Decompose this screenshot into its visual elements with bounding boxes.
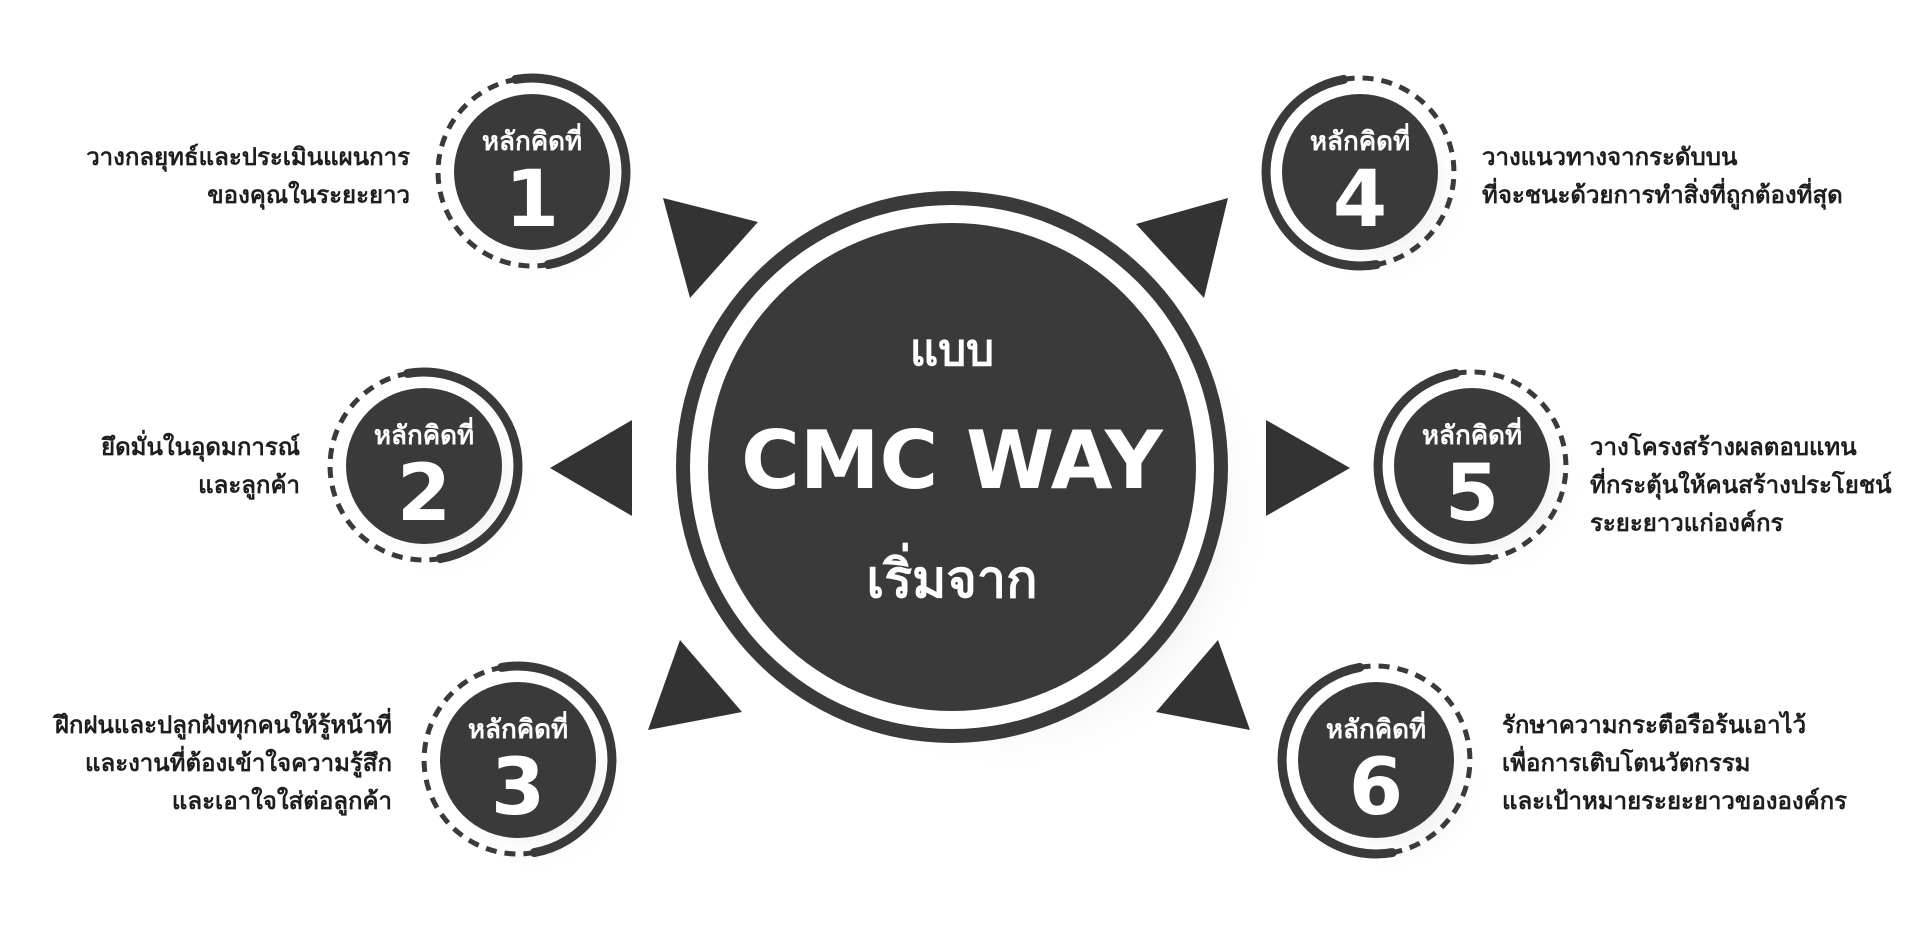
badge-dashed-arc bbox=[327, 370, 441, 563]
badge-disc bbox=[440, 682, 596, 838]
description-line: และงานที่ต้องเข้าใจความรู้สึก bbox=[85, 749, 392, 777]
badge-solid-arc bbox=[1373, 368, 1493, 565]
badge-disc bbox=[1282, 94, 1438, 250]
description-line: และเอาใจใส่ต่อลูกค้า bbox=[171, 787, 392, 815]
badge-solid-arc bbox=[497, 661, 617, 858]
badge-heading: หลักคิดที่ bbox=[1310, 122, 1410, 157]
description-line: ของคุณในระยะยาว bbox=[207, 181, 410, 209]
badge-number: 6 bbox=[1349, 743, 1403, 833]
principle-badges: หลักคิดที่1หลักคิดที่2หลักคิดที่3หลักคิด… bbox=[327, 73, 1588, 876]
badge-number: 2 bbox=[397, 449, 451, 539]
description-line: ที่กระตุ้นให้คนสร้างประโยชน์ bbox=[1590, 471, 1892, 499]
description-line: และลูกค้า bbox=[198, 471, 300, 499]
principle-description-1: วางกลยุทธ์และประเมินแผนการของคุณในระยะยา… bbox=[86, 138, 410, 214]
arrow-to-principle-4 bbox=[1136, 198, 1228, 298]
principle-badge-2: หลักคิดที่2 bbox=[327, 367, 540, 582]
principle-badge-5: หลักคิดที่5 bbox=[1373, 368, 1588, 582]
badge-dashed-arc bbox=[1343, 75, 1457, 268]
badge-heading: หลักคิดที่ bbox=[374, 416, 474, 451]
arrows bbox=[550, 198, 1350, 730]
principle-description-5: วางโครงสร้างผลตอบแทนที่กระตุ้นให้คนสร้าง… bbox=[1590, 428, 1892, 542]
arrow-to-principle-3 bbox=[648, 640, 742, 730]
badge-number: 5 bbox=[1445, 449, 1499, 539]
center-line-3: เริ่มจาก bbox=[866, 543, 1037, 610]
badge-number: 1 bbox=[505, 155, 559, 245]
principle-badge-4: หลักคิดที่4 bbox=[1261, 74, 1476, 288]
description-line: วางแนวทางจากระดับบน bbox=[1482, 143, 1738, 171]
principle-description-4: วางแนวทางจากระดับบนที่จะชนะด้วยการทำสิ่ง… bbox=[1482, 138, 1843, 214]
center-hub: แบบ CMC WAY เริ่มจาก bbox=[676, 191, 1275, 777]
arrow-to-principle-5 bbox=[1266, 420, 1350, 516]
principle-badge-1: หลักคิดที่1 bbox=[435, 73, 648, 288]
center-disc bbox=[708, 223, 1196, 711]
description-line: ยึดมั่นในอุดมการณ์ bbox=[101, 433, 300, 461]
description-line: รักษาความกระตือรือร้นเอาไว้ bbox=[1502, 711, 1807, 739]
description-line: ฝึกฝนและปลูกฝังทุกคนให้รู้หน้าที่ bbox=[54, 711, 392, 739]
arrow-to-principle-2 bbox=[550, 420, 632, 516]
badge-solid-arc bbox=[403, 367, 523, 564]
badge-disc bbox=[1298, 682, 1454, 838]
badge-dashed-arc bbox=[1359, 663, 1473, 856]
badge-disc bbox=[1394, 388, 1550, 544]
badge-disc bbox=[346, 388, 502, 544]
badge-heading: หลักคิดที่ bbox=[468, 710, 568, 745]
badge-solid-arc bbox=[1277, 662, 1397, 859]
principle-badge-6: หลักคิดที่6 bbox=[1277, 662, 1492, 876]
badge-heading: หลักคิดที่ bbox=[1326, 710, 1426, 745]
badge-disc bbox=[454, 94, 610, 250]
description-line: วางโครงสร้างผลตอบแทน bbox=[1590, 433, 1857, 461]
description-line: ระยะยาวแก่องค์กร bbox=[1590, 509, 1784, 537]
badge-number: 3 bbox=[491, 743, 545, 833]
badge-heading: หลักคิดที่ bbox=[1422, 416, 1522, 451]
badge-solid-arc bbox=[511, 73, 631, 270]
principle-badge-3: หลักคิดที่3 bbox=[421, 661, 634, 876]
description-line: เพื่อการเติบโตนวัตกรรม bbox=[1502, 749, 1751, 777]
badge-dashed-arc bbox=[435, 76, 549, 269]
principle-description-2: ยึดมั่นในอุดมการณ์และลูกค้า bbox=[101, 428, 300, 504]
badge-dashed-arc bbox=[421, 664, 535, 857]
center-line-1: แบบ bbox=[910, 325, 994, 376]
center-line-2: CMC WAY bbox=[741, 414, 1164, 507]
principle-description-6: รักษาความกระตือรือร้นเอาไว้เพื่อการเติบโ… bbox=[1502, 706, 1847, 820]
description-line: ที่จะชนะด้วยการทำสิ่งที่ถูกต้องที่สุด bbox=[1482, 181, 1843, 209]
badge-solid-arc bbox=[1261, 74, 1381, 271]
arrow-to-principle-6 bbox=[1156, 640, 1250, 730]
badge-dashed-arc bbox=[1455, 369, 1569, 562]
principle-description-3: ฝึกฝนและปลูกฝังทุกคนให้รู้หน้าที่และงานท… bbox=[55, 706, 392, 820]
badge-heading: หลักคิดที่ bbox=[482, 122, 582, 157]
arrow-to-principle-1 bbox=[663, 198, 758, 298]
badge-number: 4 bbox=[1333, 155, 1387, 245]
description-line: และเป้าหมายระยะยาวขององค์กร bbox=[1502, 787, 1848, 815]
description-line: วางกลยุทธ์และประเมินแผนการ bbox=[86, 143, 410, 171]
